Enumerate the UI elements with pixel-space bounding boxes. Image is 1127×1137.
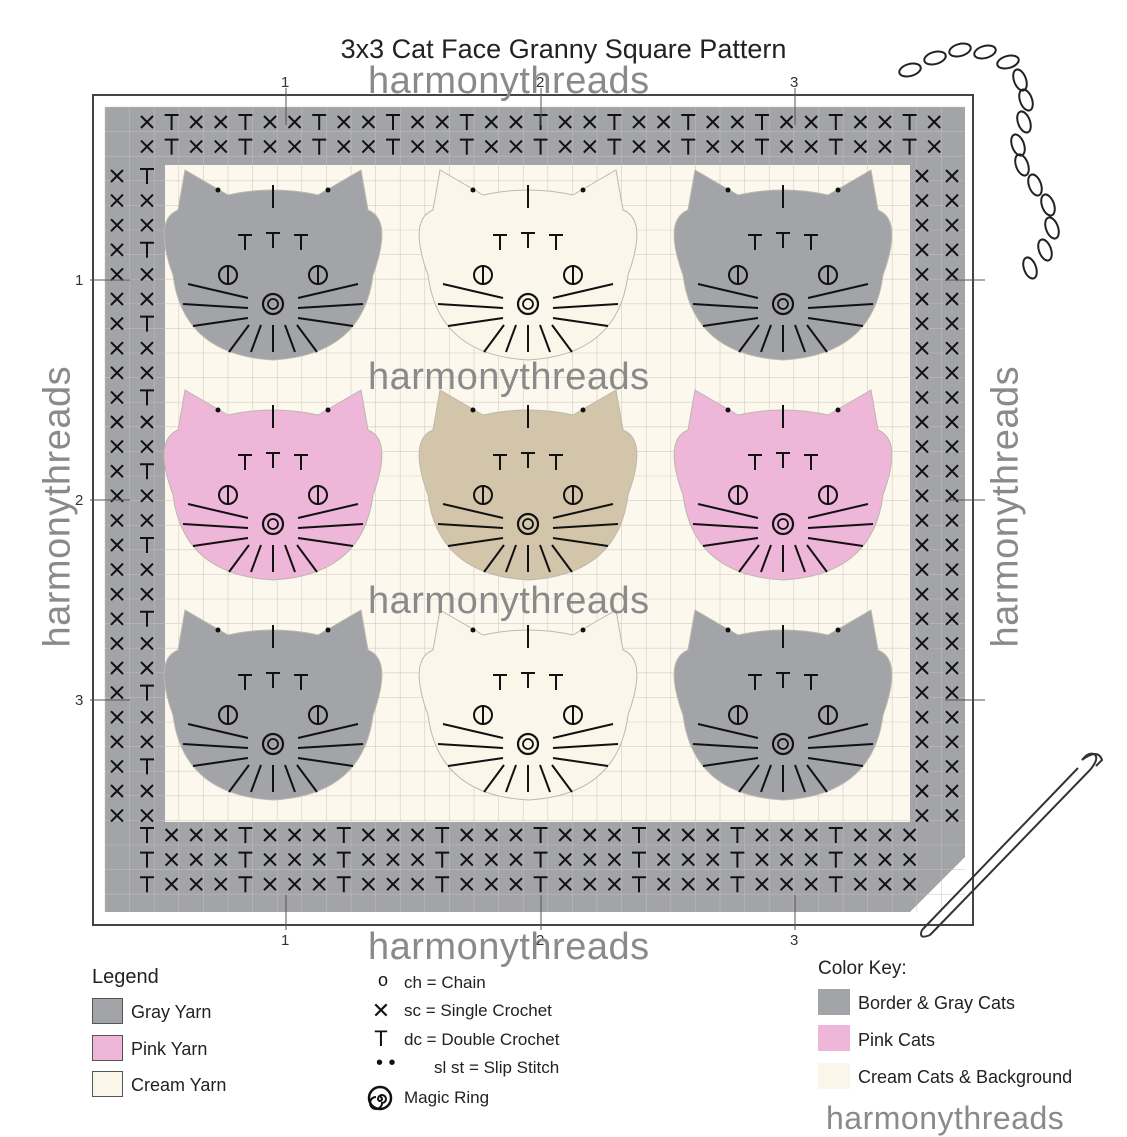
chain-link — [1015, 110, 1034, 135]
slip-stitch-dot — [216, 408, 221, 413]
chain-link — [1013, 153, 1032, 178]
slip-stitch-dot — [326, 188, 331, 193]
slip-stitch-dot — [326, 628, 331, 633]
chain-link — [1021, 256, 1040, 281]
slip-stitch-dot — [326, 408, 331, 413]
slip-stitch-dot — [581, 408, 586, 413]
watermark-corner: harmonythreads — [826, 1100, 1064, 1137]
legend-title: Legend — [92, 966, 159, 989]
color-key-title: Color Key: — [818, 958, 907, 980]
slip-stitch-dot — [836, 628, 841, 633]
column-number-top-1: 1 — [281, 74, 289, 91]
slip-stitch-label: sl st = Slip Stitch — [434, 1058, 559, 1078]
chain-link — [1009, 133, 1028, 158]
chain-link — [1026, 173, 1045, 198]
column-number-bottom-3: 3 — [790, 932, 798, 949]
chain-link — [1043, 216, 1062, 241]
single-crochet-label: sc = Single Crochet — [404, 1001, 552, 1021]
magic-ring-label: Magic Ring — [404, 1088, 489, 1108]
color-key-label-gray: Border & Gray Cats — [858, 993, 1015, 1014]
row-number-3: 3 — [75, 692, 83, 709]
chain-link — [1011, 68, 1030, 93]
slip-stitch-dot — [216, 188, 221, 193]
slip-stitch-dot — [581, 628, 586, 633]
double-crochet-label: dc = Double Crochet — [404, 1030, 559, 1050]
slip-stitch-dot — [471, 188, 476, 193]
slip-stitch-dot — [836, 408, 841, 413]
slip-stitch-dot — [836, 188, 841, 193]
slip-stitch-dot — [471, 408, 476, 413]
row-number-1: 1 — [75, 272, 83, 289]
watermark-middle-2: harmonythreads — [368, 580, 650, 623]
legend-label-pink: Pink Yarn — [131, 1039, 207, 1060]
slip-stitch-dot — [726, 408, 731, 413]
chain-label: ch = Chain — [404, 973, 486, 993]
chain-symbol: o — [372, 970, 394, 991]
chain-link — [1017, 88, 1036, 113]
slip-stitch-dot — [726, 628, 731, 633]
cat-faces — [164, 170, 892, 800]
slip-stitch-dot — [216, 628, 221, 633]
double-crochet-symbol: T — [370, 1026, 392, 1052]
legend-swatch-pink — [92, 1035, 123, 1061]
chain-link — [1039, 193, 1058, 218]
color-key-label-cream: Cream Cats & Background — [858, 1067, 1072, 1088]
legend-swatch-cream — [92, 1071, 123, 1097]
legend-swatch-gray — [92, 998, 123, 1024]
column-number-top-3: 3 — [790, 74, 798, 91]
color-key-label-pink: Pink Cats — [858, 1030, 935, 1051]
slip-stitch-dot — [471, 628, 476, 633]
slip-stitch-dot — [581, 188, 586, 193]
watermark-left: harmonythreads — [37, 368, 80, 648]
color-key-swatch-pink — [818, 1025, 850, 1051]
watermark-middle-1: harmonythreads — [368, 356, 650, 399]
watermark-top: harmonythreads — [368, 60, 650, 103]
magic-ring-icon — [366, 1084, 394, 1112]
column-number-bottom-1: 1 — [281, 932, 289, 949]
slip-stitch-dot — [726, 188, 731, 193]
color-key-swatch-cream — [818, 1063, 850, 1089]
chain-link — [1036, 238, 1055, 263]
legend-label-cream: Cream Yarn — [131, 1075, 226, 1096]
slip-stitch-symbol: • • — [376, 1052, 416, 1075]
single-crochet-symbol: ✕ — [370, 998, 392, 1024]
color-key-swatch-gray — [818, 989, 850, 1015]
watermark-right: harmonythreads — [985, 368, 1028, 648]
watermark-bottom: harmonythreads — [368, 926, 650, 969]
legend-label-gray: Gray Yarn — [131, 1002, 211, 1023]
